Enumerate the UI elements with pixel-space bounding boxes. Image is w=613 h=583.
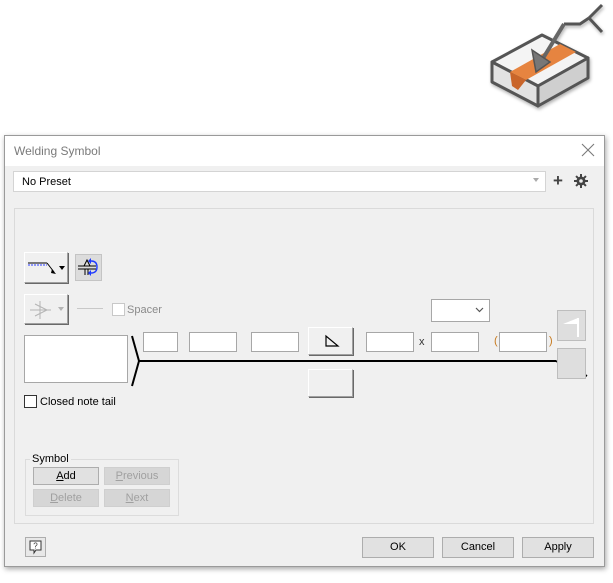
note-textbox[interactable] bbox=[24, 335, 128, 383]
delete-symbol-button[interactable]: Delete bbox=[33, 489, 99, 507]
welding-symbol-icon bbox=[484, 0, 613, 118]
cancel-button[interactable]: Cancel bbox=[442, 537, 514, 558]
add-symbol-button[interactable]: Add bbox=[33, 467, 99, 485]
separator-line bbox=[77, 308, 103, 309]
spacer-label: Spacer bbox=[127, 304, 162, 316]
weld-symbol-picker-button[interactable] bbox=[24, 294, 68, 324]
dialog-title: Welding Symbol bbox=[14, 144, 101, 158]
apply-button[interactable]: Apply bbox=[522, 537, 594, 558]
symbol-panel bbox=[14, 208, 594, 524]
length-field[interactable] bbox=[366, 332, 414, 352]
leader-style-button[interactable] bbox=[24, 252, 68, 283]
other-side-symbol-button[interactable] bbox=[308, 369, 353, 397]
weld-symbol-picker-icon bbox=[30, 301, 64, 319]
symbol-group-label: Symbol bbox=[30, 453, 71, 465]
flip-arrow-side-icon bbox=[78, 258, 98, 276]
previous-symbol-button[interactable]: Previous bbox=[104, 467, 170, 485]
paren-close: ) bbox=[549, 335, 553, 347]
all-around-button[interactable] bbox=[557, 348, 586, 379]
contour-dropdown[interactable] bbox=[431, 299, 490, 322]
ok-button[interactable]: OK bbox=[362, 537, 434, 558]
preset-value: No Preset bbox=[22, 176, 71, 188]
paren-field[interactable] bbox=[499, 332, 547, 352]
welding-symbol-dialog: Welding Symbol No Preset + bbox=[4, 135, 605, 567]
field-weld-flag-button[interactable] bbox=[557, 310, 586, 341]
prefix-field[interactable] bbox=[143, 332, 178, 352]
symbol-group: Symbol bbox=[25, 453, 179, 516]
chevron-down-icon bbox=[475, 307, 484, 313]
help-button[interactable]: ? bbox=[25, 537, 46, 557]
gear-icon[interactable] bbox=[574, 174, 588, 188]
arrow-side-symbol-button[interactable] bbox=[308, 327, 353, 355]
leader-arrow-icon bbox=[28, 262, 65, 274]
next-symbol-button[interactable]: Next bbox=[104, 489, 170, 507]
closed-note-tail-label: Closed note tail bbox=[40, 396, 116, 408]
preset-row: No Preset + bbox=[5, 166, 604, 202]
close-icon[interactable] bbox=[580, 142, 596, 158]
fillet-weld-icon bbox=[325, 334, 340, 347]
help-icon: ? bbox=[29, 540, 42, 555]
preset-dropdown[interactable]: No Preset bbox=[13, 171, 546, 192]
add-preset-button[interactable]: + bbox=[553, 171, 563, 190]
svg-text:?: ? bbox=[33, 542, 38, 551]
title-bar: Welding Symbol bbox=[5, 136, 604, 166]
size-field[interactable] bbox=[189, 332, 237, 352]
depth-field[interactable] bbox=[251, 332, 299, 352]
flip-arrow-side-button[interactable] bbox=[75, 254, 102, 281]
paren-open: ( bbox=[494, 335, 498, 347]
spacer-checkbox[interactable] bbox=[112, 303, 125, 316]
field-weld-flag-icon bbox=[563, 318, 579, 337]
chevron-down-icon bbox=[533, 178, 539, 182]
multiply-sign: x bbox=[419, 336, 425, 348]
closed-note-tail-checkbox[interactable] bbox=[24, 395, 37, 408]
pitch-field[interactable] bbox=[431, 332, 479, 352]
